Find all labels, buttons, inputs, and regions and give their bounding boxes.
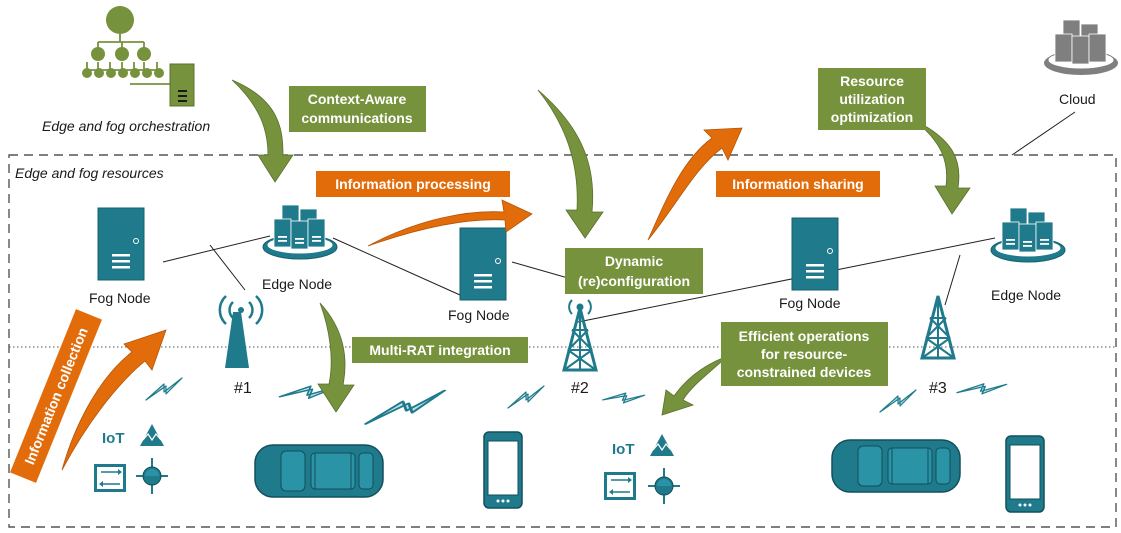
svg-text:optimization: optimization — [831, 109, 913, 125]
sensor-icon — [604, 434, 680, 504]
wireless-link-icon — [956, 371, 1008, 406]
base-station-1-label: #1 — [234, 380, 252, 397]
edge-node-1-label: Edge Node — [262, 276, 332, 292]
context-aware-box: Context-Aware communications — [289, 86, 426, 132]
orange-flow-arrows — [61, 127, 743, 471]
svg-text:Multi-RAT integration: Multi-RAT integration — [369, 342, 510, 358]
resources-frame — [8, 154, 1117, 528]
fog-node-2-server-icon — [459, 227, 507, 301]
dynamic-reconfiguration-box: Dynamic (re)configuration — [565, 248, 703, 294]
radio-antenna-icon — [218, 295, 264, 368]
wireless-link-icon — [602, 379, 646, 416]
fog-node-1-server-icon — [97, 207, 145, 281]
smartphone-icon — [483, 431, 523, 509]
cloud-server-icon — [1044, 19, 1118, 75]
sensor-icon — [94, 424, 168, 494]
svg-text:Context-Aware: Context-Aware — [308, 91, 407, 107]
connection-lines — [162, 111, 1076, 323]
information-sharing-box: Information sharing — [716, 171, 880, 197]
car-icon — [831, 439, 961, 493]
information-processing-box: Information processing — [316, 171, 510, 197]
cell-tower-2-icon — [562, 306, 598, 372]
iot-1-label: IoT — [102, 430, 125, 447]
svg-text:utilization: utilization — [839, 91, 904, 107]
multi-rat-box: Multi-RAT integration — [352, 337, 528, 363]
cloud-label: Cloud — [1059, 91, 1096, 107]
svg-text:Information collection: Information collection — [21, 325, 91, 467]
efficient-operations-box: Efficient operations for resource- const… — [721, 322, 888, 386]
cell-tower-3-icon — [920, 294, 956, 360]
svg-text:Resource: Resource — [840, 73, 904, 89]
svg-text:constrained devices: constrained devices — [737, 364, 872, 380]
wireless-link-icon — [145, 377, 183, 401]
wireless-link-icon — [354, 388, 456, 426]
svg-text:Efficient operations: Efficient operations — [739, 328, 870, 344]
fog-node-2-label: Fog Node — [448, 307, 510, 323]
svg-text:communications: communications — [301, 110, 412, 126]
resources-label: Edge and fog resources — [15, 165, 164, 181]
fog-node-1-label: Fog Node — [89, 290, 151, 306]
base-station-2-label: #2 — [571, 380, 589, 397]
fog-node-3-server-icon — [791, 217, 839, 291]
svg-text:Information processing: Information processing — [335, 176, 491, 192]
wireless-link-icon — [507, 385, 545, 409]
information-collection-box: Information collection — [10, 309, 102, 483]
svg-text:Dynamic: Dynamic — [605, 253, 664, 269]
car-icon — [254, 444, 384, 498]
edge-node-2-label: Edge Node — [991, 287, 1061, 303]
hierarchy-tree-icon — [82, 6, 195, 107]
svg-text:(re)configuration: (re)configuration — [578, 273, 690, 289]
tower-2-signal-icon — [568, 299, 592, 315]
edge-node-1-icon — [263, 205, 337, 259]
fog-node-3-label: Fog Node — [779, 295, 841, 311]
svg-text:for resource-: for resource- — [761, 346, 848, 362]
svg-text:Information sharing: Information sharing — [732, 176, 863, 192]
resource-utilization-box: Resource utilization optimization — [818, 68, 926, 130]
iot-2-label: IoT — [612, 441, 635, 458]
smartphone-icon — [1005, 435, 1045, 513]
green-flow-arrows — [231, 79, 971, 416]
base-station-3-label: #3 — [929, 380, 947, 397]
orchestration-label: Edge and fog orchestration — [42, 118, 210, 134]
wireless-link-icon — [879, 389, 917, 413]
edge-node-2-icon — [991, 208, 1065, 262]
